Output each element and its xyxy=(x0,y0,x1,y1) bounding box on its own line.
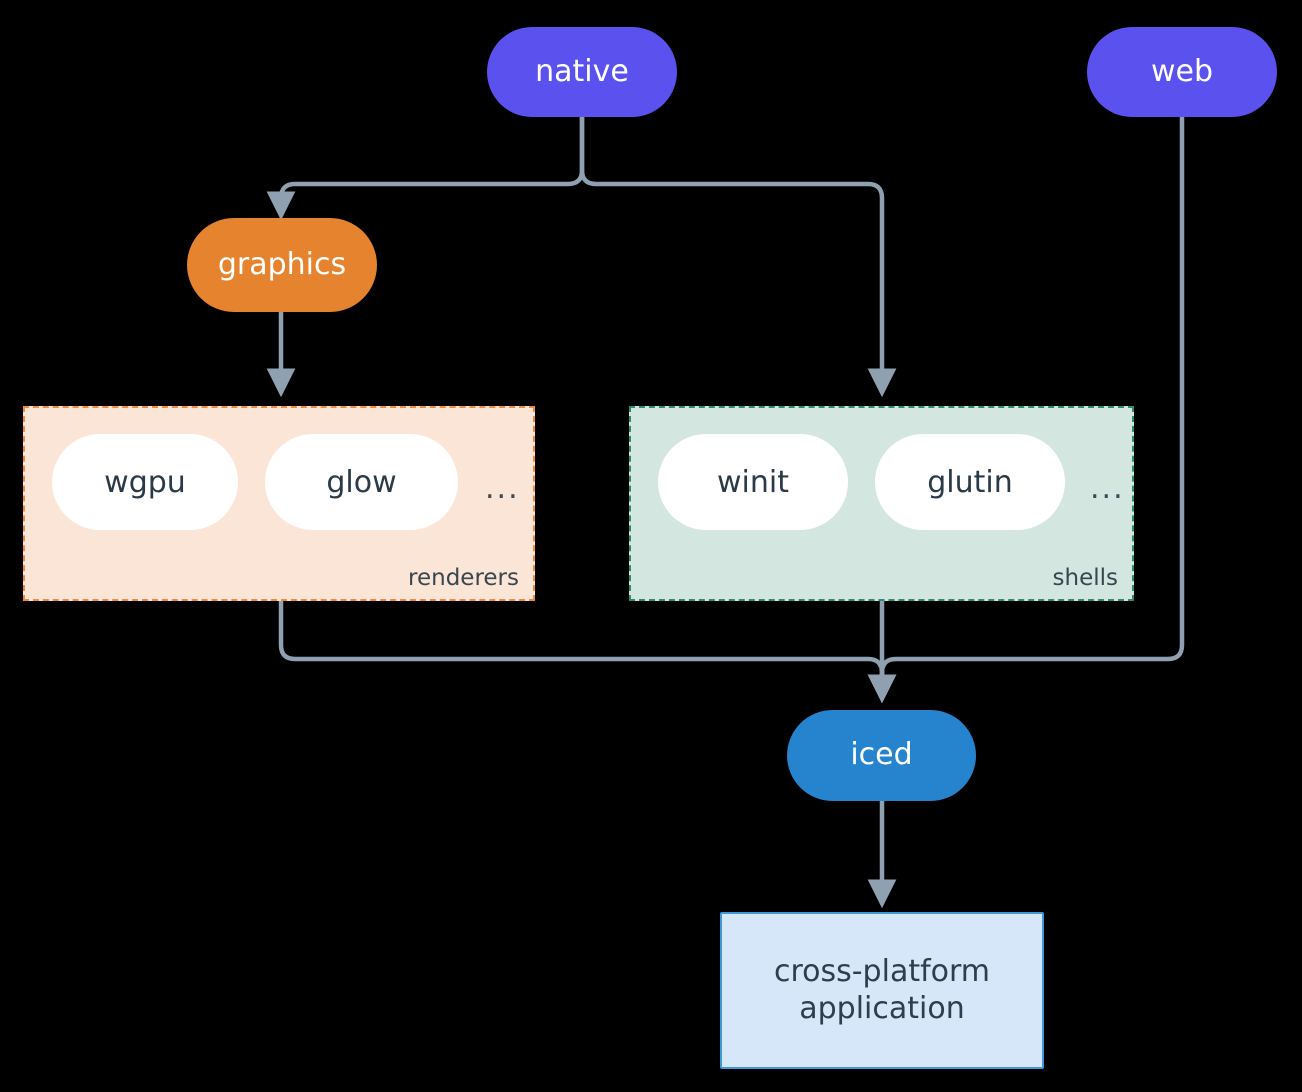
node-application[interactable]: cross-platform application xyxy=(720,912,1044,1069)
leaf-winit[interactable]: winit xyxy=(658,434,848,530)
leaf-wgpu[interactable]: wgpu xyxy=(52,434,238,530)
edge-native-to-graphics xyxy=(266,114,585,221)
leaf-glutin-label: glutin xyxy=(927,464,1013,500)
node-iced[interactable]: iced xyxy=(787,710,976,801)
edge-renderers-to-iced xyxy=(278,598,897,704)
renderers-ellipsis: ... xyxy=(485,471,520,506)
node-web-label: web xyxy=(1150,53,1214,89)
node-web[interactable]: web xyxy=(1087,27,1277,117)
node-native[interactable]: native xyxy=(487,27,677,117)
leaf-glow-label: glow xyxy=(326,464,397,500)
cluster-renderers: wgpu glow ... renderers xyxy=(23,406,535,601)
leaf-glow[interactable]: glow xyxy=(265,434,458,530)
leaf-wgpu-label: wgpu xyxy=(104,464,186,500)
node-application-label-line2: application xyxy=(799,990,965,1026)
shells-ellipsis: ... xyxy=(1090,471,1125,506)
node-graphics[interactable]: graphics xyxy=(187,218,377,312)
cluster-shells: winit glutin ... shells xyxy=(629,406,1134,601)
node-application-label-line1: cross-platform xyxy=(773,953,991,989)
cluster-shells-label: shells xyxy=(1052,565,1118,591)
node-graphics-label: graphics xyxy=(217,246,347,282)
leaf-glutin[interactable]: glutin xyxy=(875,434,1065,530)
node-iced-label: iced xyxy=(850,737,913,773)
node-native-label: native xyxy=(535,53,629,89)
cluster-renderers-label: renderers xyxy=(408,565,519,591)
leaf-winit-label: winit xyxy=(717,464,789,500)
edge-native-to-shells xyxy=(579,114,897,398)
